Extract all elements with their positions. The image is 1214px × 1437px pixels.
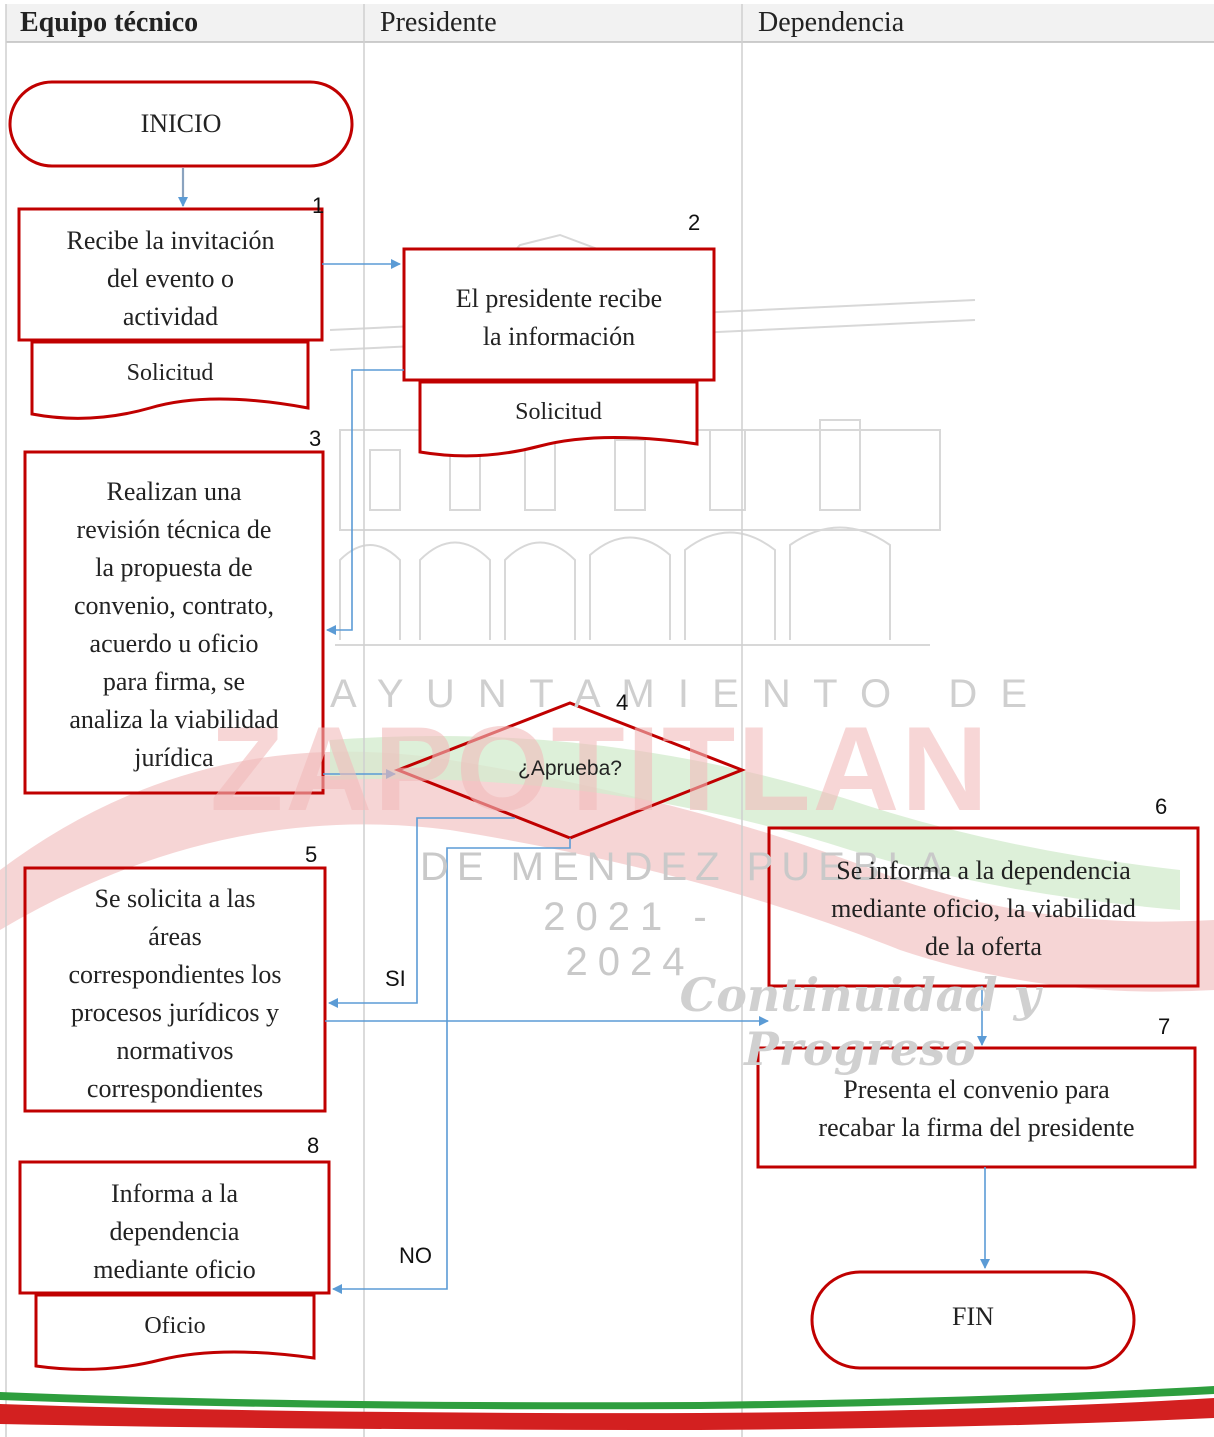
arrow-step2-step3 xyxy=(326,369,404,635)
ribbon-green-watermark xyxy=(330,736,1180,910)
step5-number: 5 xyxy=(305,842,318,867)
step5-box xyxy=(23,866,327,1113)
footer-red-stripe xyxy=(0,1398,1214,1430)
step6-number: 6 xyxy=(1155,794,1168,819)
step3-number: 3 xyxy=(309,426,322,451)
lane-header-bar xyxy=(6,4,1214,42)
lane-header-presidente: Presidente xyxy=(380,7,497,38)
step8-number: 8 xyxy=(307,1133,320,1158)
doc1-label: Solicitud xyxy=(126,360,214,386)
step4-label: ¿Aprueba? xyxy=(518,757,622,780)
doc3-shape xyxy=(34,1293,316,1371)
step8-box xyxy=(18,1160,331,1295)
inicio-label: INICIO xyxy=(140,109,222,138)
step3-box xyxy=(23,450,325,795)
connectors xyxy=(178,168,990,1294)
doc1-shape xyxy=(30,340,310,420)
step6-box xyxy=(767,826,1200,988)
footer-green-stripe xyxy=(0,1386,1214,1410)
step1-number: 1 xyxy=(312,193,325,218)
edge-label-si: SI xyxy=(385,966,406,991)
watermark-years: 2021 - 2024 xyxy=(543,895,717,984)
arrow-step4-step5-si xyxy=(328,817,515,1008)
doc2-shape xyxy=(418,380,699,458)
step2-box xyxy=(402,247,716,382)
step2-number: 2 xyxy=(688,210,701,235)
watermark-line1: A Y U N T A M I E N T O D E xyxy=(330,672,1034,716)
doc3-label: Oficio xyxy=(144,1313,206,1339)
lane-header-equipo-tecnico: Equipo técnico xyxy=(20,7,199,38)
fin-label: FIN xyxy=(952,1302,994,1331)
step7-number: 7 xyxy=(1158,1014,1171,1039)
watermark-line3: DE MENDEZ PUEBLA xyxy=(420,845,953,889)
ribbon-red-watermark xyxy=(0,751,1214,992)
lane-header-dependencia: Dependencia xyxy=(758,7,905,38)
watermark-motto: Continuidad y Progreso xyxy=(679,968,1041,1076)
doc2-label: Solicitud xyxy=(515,399,602,425)
step7-box xyxy=(756,1046,1197,1169)
step4-number: 4 xyxy=(616,690,629,715)
arrow-step4-step8-no xyxy=(332,838,571,1294)
inicio-terminal xyxy=(8,80,354,168)
step1-box xyxy=(17,207,324,342)
fin-terminal xyxy=(810,1270,1136,1370)
edge-label-no: NO xyxy=(399,1243,432,1268)
watermark-title: ZAPOTITLAN xyxy=(210,702,990,836)
